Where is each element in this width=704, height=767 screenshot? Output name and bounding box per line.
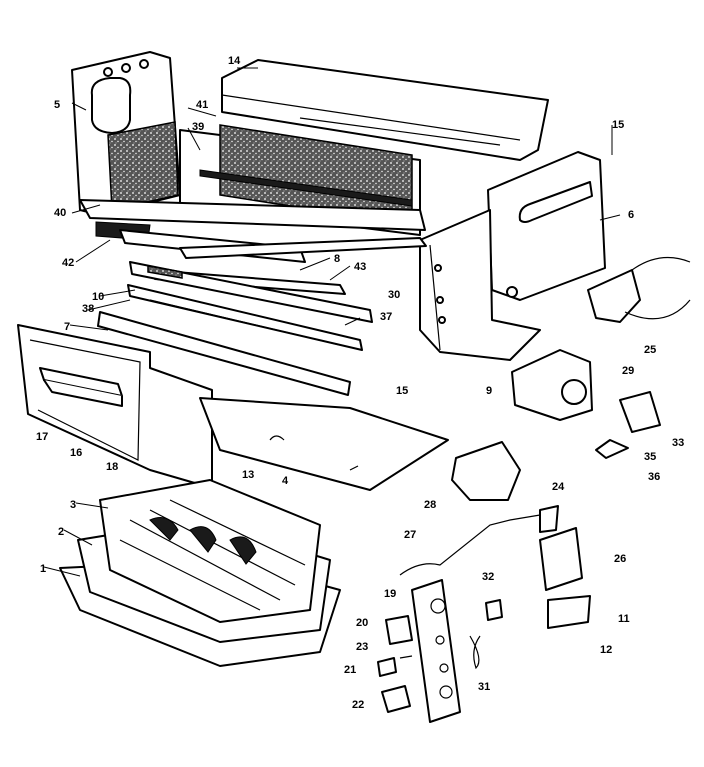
callout-20: 20 [356,617,368,629]
callout-21: 21 [344,664,356,676]
switch-parts [469,599,503,670]
callout-9: 9 [486,385,492,397]
callout-39: 39 [192,121,204,133]
control-panel [411,579,461,723]
wire-harness [399,514,541,576]
callout-11: 11 [618,613,630,625]
callout-30: 30 [388,289,400,301]
side-frame-bracket [419,209,541,361]
crumb-tray [199,397,449,491]
callout-40: 40 [54,207,66,219]
callout-15-top: 15 [612,119,624,131]
callout-14: 14 [228,55,241,67]
callout-17: 17 [36,431,48,443]
callout-24: 24 [552,481,565,493]
callout-36: 36 [648,471,660,483]
callout-8: 8 [334,253,340,265]
callout-4: 4 [282,475,289,487]
left-end-panel [71,51,181,216]
callout-42: 42 [62,257,74,269]
callout-33: 33 [672,437,684,449]
callout-6: 6 [628,209,634,221]
callout-19: 19 [384,588,396,600]
callout-26: 26 [614,553,626,565]
callout-43: 43 [354,261,366,273]
right-side-switches [451,256,691,629]
callout-2: 2 [58,526,64,538]
callout-28: 28 [424,499,436,511]
callout-25: 25 [644,344,656,356]
top-cover [221,59,549,161]
callout-13: 13 [242,469,254,481]
right-end-panel [487,151,606,301]
baking-tray-stack [59,479,341,667]
callout-32: 32 [482,571,494,583]
callout-27: 27 [404,529,416,541]
upper-heating-element [119,229,427,295]
callout-7: 7 [64,321,70,333]
callout-1: 1 [40,563,46,575]
oven-door [17,324,213,489]
callout-10: 10 [92,291,104,303]
lower-heating-elements [97,261,373,396]
callout-35: 35 [644,451,656,463]
callout-labels: 1 2 3 4 5 6 7 8 9 10 11 12 13 14 15 15 1… [36,55,684,711]
callout-18: 18 [106,461,118,473]
control-knobs [377,615,413,713]
callout-38: 38 [82,303,94,315]
callout-22: 22 [352,699,364,711]
callout-23: 23 [356,641,368,653]
callout-5: 5 [54,99,60,111]
callout-3: 3 [70,499,76,511]
callout-41: 41 [196,99,208,111]
callout-15-bottom: 15 [396,385,408,397]
callout-12: 12 [600,644,612,656]
callout-31: 31 [478,681,490,693]
callout-29: 29 [622,365,634,377]
callout-37: 37 [380,311,392,323]
leader-lines [43,67,621,577]
callout-16: 16 [70,447,82,459]
